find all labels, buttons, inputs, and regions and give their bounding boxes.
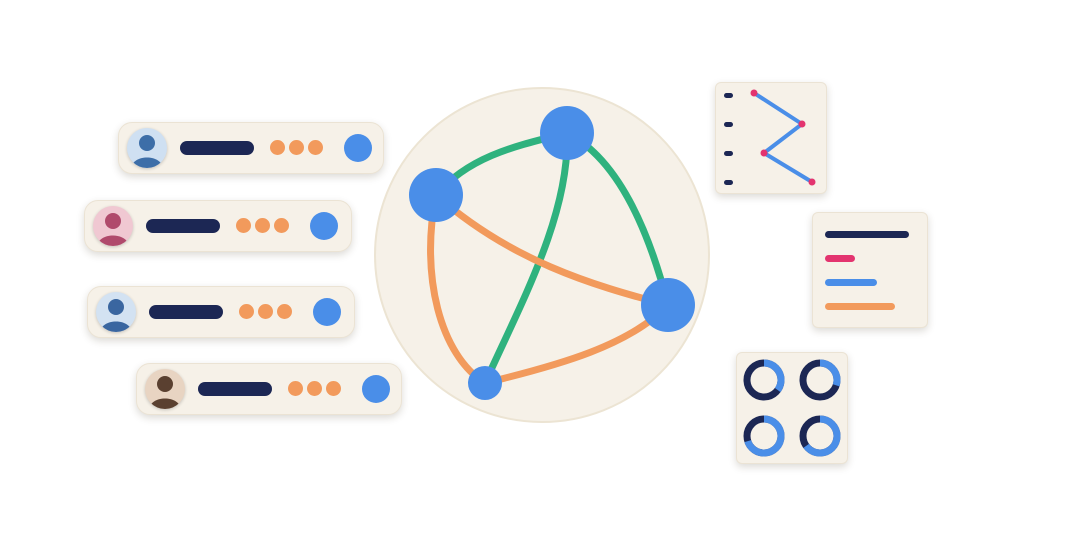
rating-dot [270,140,285,155]
user-avatar-icon [96,292,136,332]
network-node[interactable] [540,106,594,160]
donut-chart-icon [743,359,841,457]
status-dot-icon[interactable] [344,134,372,162]
user-avatar-icon [127,128,167,168]
rating-dot [274,218,289,233]
donut-segment [743,415,785,457]
axis-tick [724,93,733,98]
network-node[interactable] [641,278,695,332]
rating-dot [239,304,254,319]
line-point [798,120,806,128]
status-dot-icon[interactable] [310,212,338,240]
user-card-4[interactable] [136,363,402,415]
user-name-placeholder [146,219,220,233]
rating-dots [270,140,323,155]
rating-dot [255,218,270,233]
line-point [808,178,816,186]
line-chart-icon [750,89,816,186]
rating-dot [236,218,251,233]
bar-list-card[interactable] [812,212,928,328]
user-name-placeholder [198,382,272,396]
status-dot-icon[interactable] [313,298,341,326]
network-node[interactable] [409,168,463,222]
bar-list-item [825,303,895,310]
bar-list-item [825,255,855,262]
network-edge [427,191,489,387]
rating-dot [307,381,322,396]
network-node[interactable] [468,366,502,400]
rating-dots [288,381,341,396]
axis-tick [724,180,733,185]
bar-list-item [825,279,877,286]
donut-segment [799,415,841,457]
status-dot-icon[interactable] [362,375,390,403]
line-point [750,89,758,97]
rating-dot [288,381,303,396]
line-point [760,149,768,157]
user-name-placeholder [180,141,254,155]
rating-dot [277,304,292,319]
user-name-placeholder [149,305,223,319]
donut-segment [799,359,841,401]
bar-list-icon [825,231,909,238]
network-graph-icon [374,87,710,423]
user-avatar-icon [145,369,185,409]
donut-segment [743,359,785,401]
rating-dots [239,304,292,319]
user-card-3[interactable] [87,286,355,338]
donut-grid-card[interactable] [736,352,848,464]
network-edge [432,191,672,309]
user-card-1[interactable] [118,122,384,174]
line-chart-card[interactable] [715,82,827,194]
rating-dot [289,140,304,155]
user-card-2[interactable] [84,200,352,252]
rating-dot [308,140,323,155]
line-series [752,91,814,184]
axis-tick [724,122,733,127]
rating-dot [258,304,273,319]
rating-dot [326,381,341,396]
axis-tick [724,151,733,156]
rating-dots [236,218,289,233]
user-avatar-icon [93,206,133,246]
